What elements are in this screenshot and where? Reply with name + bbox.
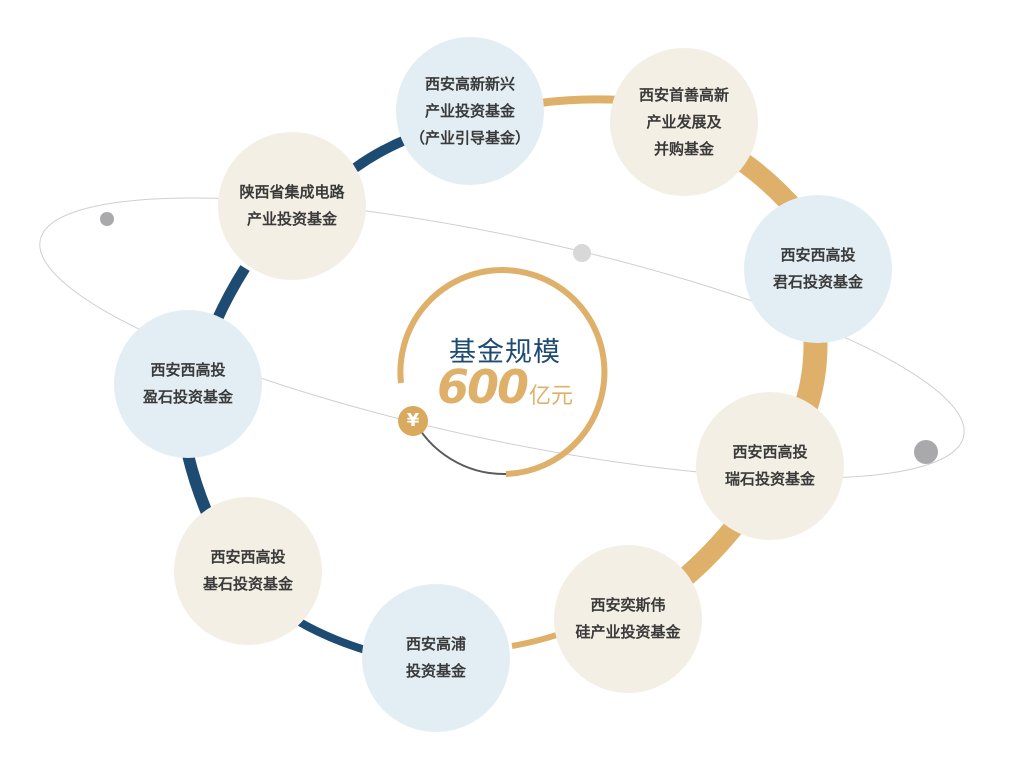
fund-label-line: 投资基金 bbox=[405, 662, 466, 680]
ring-arc-gold-bottom bbox=[511, 631, 561, 649]
fund-node-yingshi[interactable]: 西安西高投盈石投资基金 bbox=[114, 310, 262, 458]
fund-scale-amount: 600 bbox=[436, 360, 529, 414]
fund-label-line: 陕西省集成电路 bbox=[239, 183, 345, 201]
ring-arc-navy-upper-left bbox=[210, 265, 250, 325]
fund-label-line: 君石投资基金 bbox=[772, 273, 863, 291]
fund-label-line: 西安西高投 bbox=[210, 548, 286, 566]
fund-label-line: 西安西高投 bbox=[780, 246, 856, 264]
ring-arc-navy-bottom bbox=[293, 616, 374, 656]
orbit-dot-right bbox=[914, 440, 938, 464]
fund-label-line: 并购基金 bbox=[653, 139, 714, 158]
ring-arc-gold-lower-right bbox=[675, 515, 746, 588]
fund-label-line: 西安高新新兴 bbox=[424, 74, 515, 93]
fund-node-gaopu[interactable]: 西安高浦投资基金 bbox=[362, 584, 510, 732]
inner-ring-gold bbox=[397, 267, 608, 477]
ring-arc-navy-top bbox=[352, 133, 412, 173]
fund-node-shoushan-gaoxin[interactable]: 西安首善高新产业发展及并购基金 bbox=[610, 48, 758, 196]
fund-node-junshi[interactable]: 西安西高投君石投资基金 bbox=[744, 195, 892, 343]
fund-scale-value: 600亿元 bbox=[405, 360, 605, 414]
fund-label-line: 产业发展及 bbox=[646, 112, 722, 131]
fund-label-line: （产业引导基金） bbox=[409, 128, 530, 147]
fund-node-shaanxi-ic[interactable]: 陕西省集成电路产业投资基金 bbox=[218, 132, 366, 280]
fund-scale-unit: 亿元 bbox=[529, 384, 574, 409]
orbit-dot-left bbox=[100, 212, 114, 226]
fund-label-line: 产业投资基金 bbox=[246, 210, 337, 228]
fund-label-line: 瑞石投资基金 bbox=[724, 470, 815, 488]
fund-label-line: 基石投资基金 bbox=[202, 575, 293, 593]
fund-label-line: 西安西高投 bbox=[150, 361, 226, 379]
fund-label-line: 产业投资基金 bbox=[424, 101, 515, 120]
fund-node-ruishi[interactable]: 西安西高投瑞石投资基金 bbox=[696, 392, 844, 540]
orbit-dot-middle bbox=[573, 244, 591, 262]
fund-label-line: 西安奕斯伟 bbox=[590, 596, 666, 614]
yen-icon: ¥ bbox=[398, 406, 428, 436]
fund-node-gaoxin-xinxing[interactable]: 西安高新新兴产业投资基金 （产业引导基金） bbox=[396, 37, 544, 185]
fund-label-line: 西安高浦 bbox=[405, 635, 466, 653]
fund-node-jishi[interactable]: 西安西高投基石投资基金 bbox=[174, 497, 322, 645]
fund-node-yisiwei[interactable]: 西安奕斯伟硅产业投资基金 bbox=[554, 545, 702, 693]
ring-arc-gold-top bbox=[539, 95, 621, 107]
fund-label-line: 硅产业投资基金 bbox=[575, 623, 681, 641]
fund-label-line: 西安西高投 bbox=[732, 443, 808, 461]
fund-label-line: 盈石投资基金 bbox=[142, 388, 233, 406]
orbit-ellipse bbox=[39, 197, 965, 479]
fund-scale-title: 基金规模 bbox=[449, 337, 561, 368]
fund-label-line: 西安首善高新 bbox=[638, 85, 729, 104]
